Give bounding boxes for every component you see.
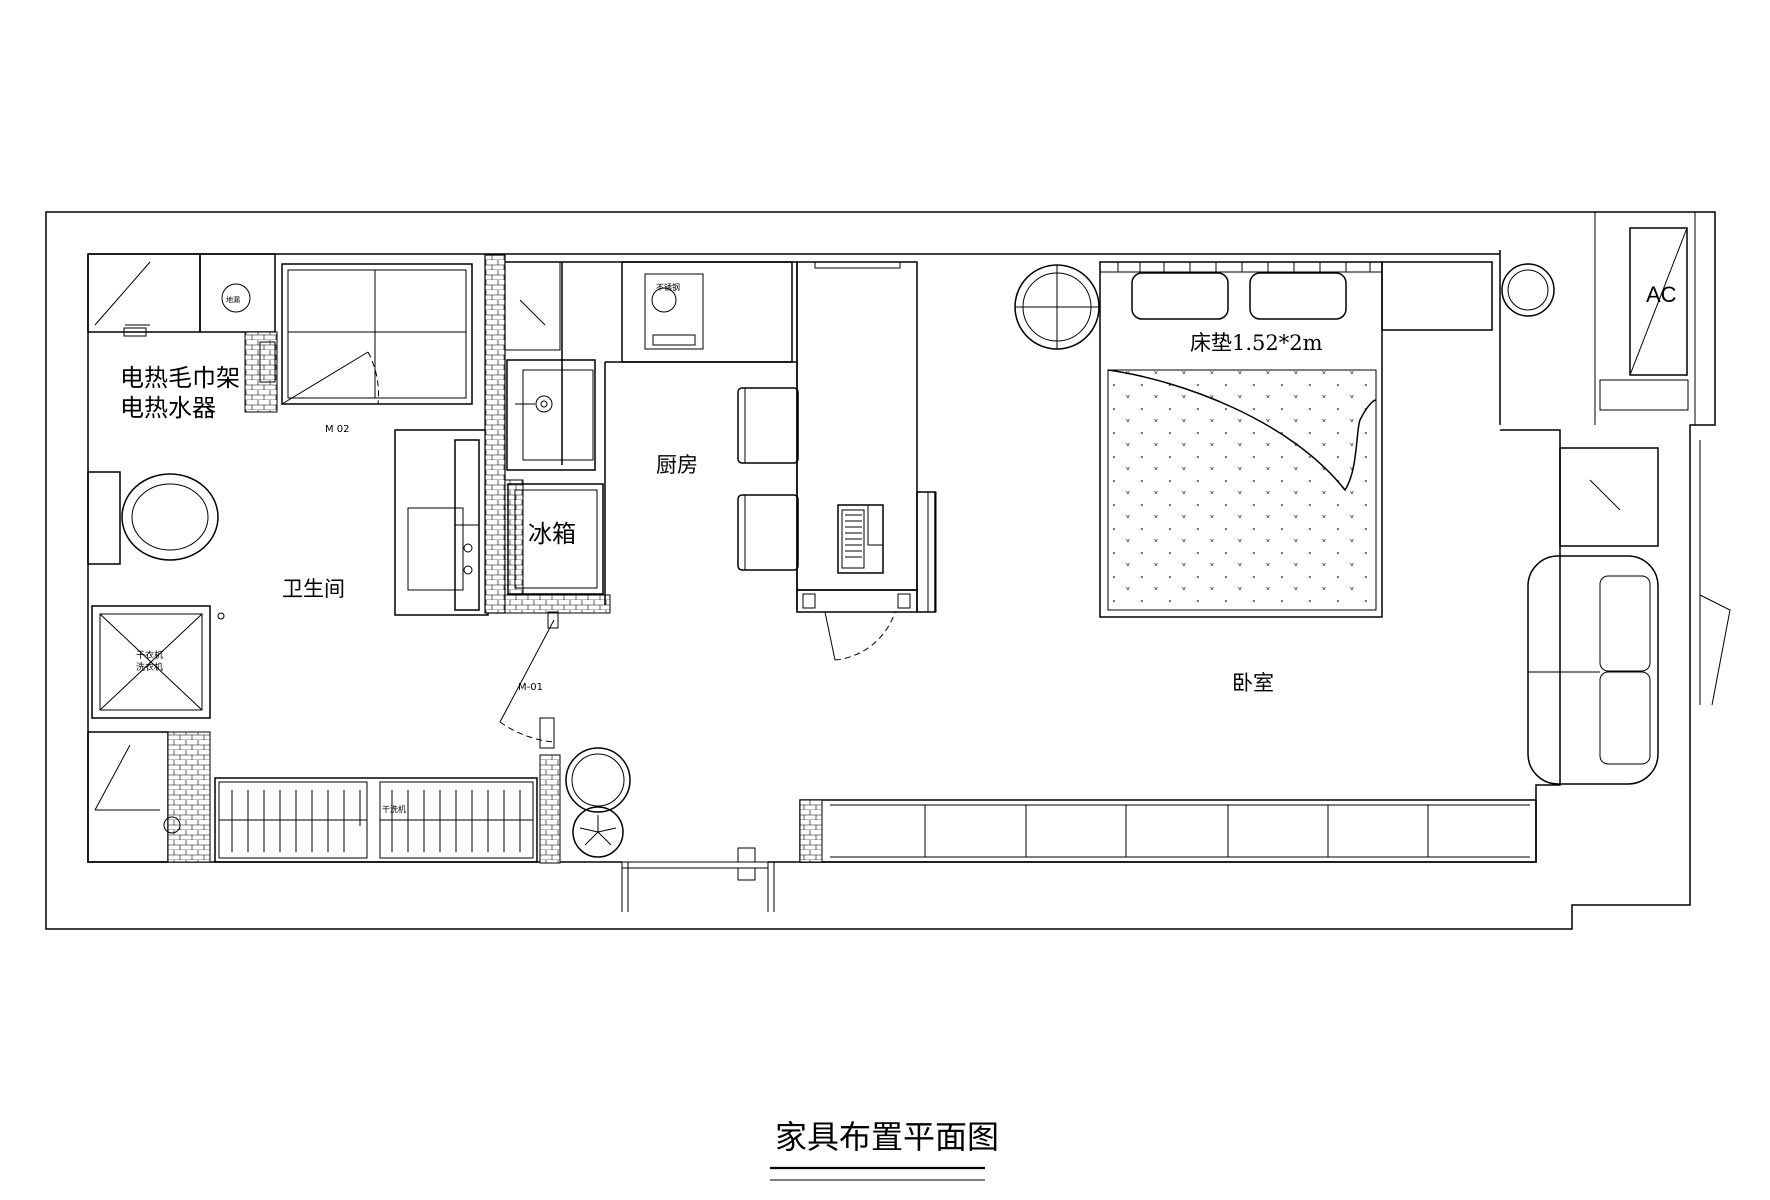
mattress-label: 床垫1.52*2m — [1190, 331, 1323, 355]
fridge-label: 冰箱 — [528, 520, 576, 548]
title-block: 家具布置平面图 — [770, 1118, 999, 1181]
bedroom: 床垫1.52*2m 卧室 — [799, 261, 1731, 863]
ac-unit: AC — [1599, 227, 1689, 411]
towel-rack-label: 电热毛巾架 — [120, 364, 240, 392]
bar-stools — [737, 387, 799, 571]
bedroom-label: 卧室 — [1232, 671, 1274, 695]
sofa — [1527, 555, 1659, 785]
bathroom: 地漏 M 02 电热毛巾架 电热水器 干衣机 洗衣机 — [87, 253, 489, 863]
kitchen-label: 厨房 — [656, 453, 698, 477]
kitchen: 不锈钢 冰箱 厨房 — [499, 261, 937, 858]
door-m02-label: M 02 — [325, 424, 350, 435]
wardrobe-small-label: 干洗机 — [382, 804, 406, 814]
svg-text:地漏: 地漏 — [226, 295, 240, 304]
washer: 干衣机 洗衣机 — [91, 605, 225, 719]
fridge: 冰箱 — [507, 483, 604, 595]
washer-label-1: 干衣机 — [136, 649, 163, 661]
svg-text:不锈钢: 不锈钢 — [656, 282, 680, 292]
toilet — [87, 471, 219, 565]
bathroom-label: 卫生间 — [282, 577, 345, 601]
water-heater-label: 电热水器 — [120, 394, 216, 422]
washer-label-2: 洗衣机 — [136, 661, 163, 673]
wardrobe: 干洗机 — [214, 777, 538, 863]
brick-partition — [484, 254, 506, 614]
ac-label: AC — [1646, 282, 1677, 307]
bed: 床垫1.52*2m — [1099, 261, 1383, 618]
entry-door — [621, 847, 775, 912]
door-m01-label: M-01 — [518, 682, 543, 693]
plan-title: 家具布置平面图 — [775, 1118, 999, 1156]
